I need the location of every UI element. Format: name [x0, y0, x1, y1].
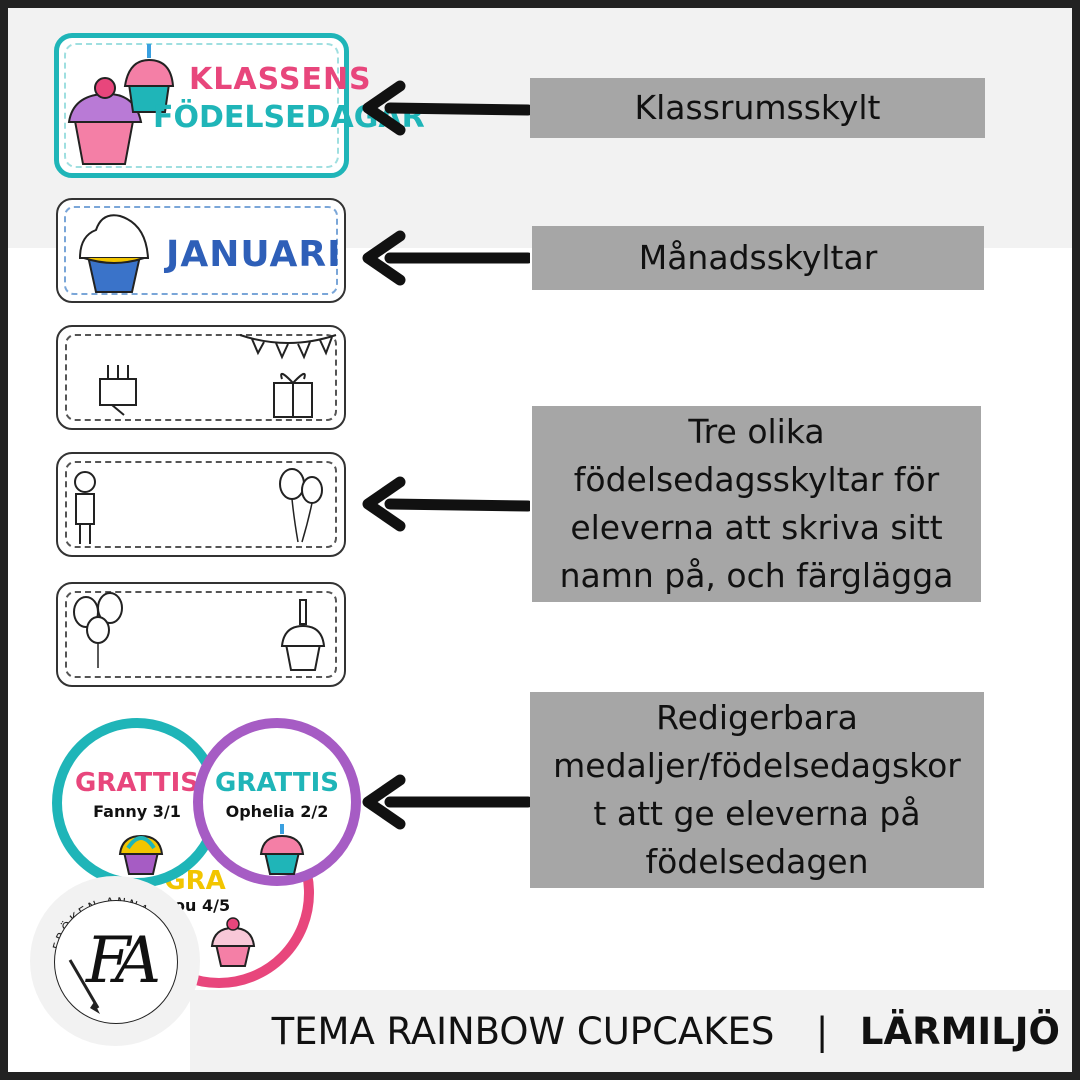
label-birthday-signs: Tre olika födelsedagsskyltar för elevern…	[532, 406, 981, 602]
birthday-medal: GRATTIS Ophelia 2/2	[193, 718, 361, 886]
balloons-icon	[73, 592, 123, 668]
footer-banner: TEMA RAINBOW CUPCAKES | LÄRMILJÖ	[190, 990, 1072, 1072]
content-area: KLASSENS FÖDELSEDAGAR JANUARI	[8, 8, 1072, 1072]
class-birthday-sign: KLASSENS FÖDELSEDAGAR	[54, 33, 425, 178]
footer-title: TEMA RAINBOW CUPCAKES | LÄRMILJÖ	[190, 1010, 1060, 1053]
child-icon	[74, 471, 96, 544]
cupcake-icon	[280, 599, 326, 671]
cake-icon	[99, 365, 137, 416]
label-classroom-sign: Klassrumsskylt	[530, 78, 985, 138]
month-sign-title: JANUARI	[166, 234, 342, 275]
arrow-left-icon	[362, 80, 530, 136]
cupcake-icon	[118, 834, 164, 875]
bunting-icon	[239, 334, 337, 360]
cupcake-icon	[123, 44, 175, 113]
footer-separator: |	[815, 1010, 829, 1053]
gift-icon	[273, 372, 313, 418]
label-medals: Redigerbara medaljer/födelsedagskor t at…	[530, 692, 984, 888]
birthday-coloring-sign	[56, 452, 346, 557]
medal-title: GRATTIS	[75, 768, 199, 798]
pencil-icon	[68, 959, 100, 1014]
birthday-coloring-sign	[56, 582, 346, 687]
arrow-left-icon	[362, 774, 530, 830]
footer-theme: TEMA RAINBOW CUPCAKES	[271, 1010, 775, 1053]
arrow-left-icon	[362, 230, 530, 286]
month-sign: JANUARI	[56, 198, 346, 303]
cupcake-icon	[78, 214, 150, 293]
cupcake-icon	[210, 917, 256, 967]
medal-title: GRATTIS	[215, 768, 339, 798]
label-month-signs: Månadsskyltar	[532, 226, 984, 290]
froken-anna-logo: FRÖKEN ANNA FA	[30, 876, 200, 1046]
arrow-left-icon	[362, 476, 530, 532]
medal-name: Ophelia 2/2	[225, 802, 329, 821]
footer-category: LÄRMILJÖ	[859, 1010, 1060, 1053]
birthday-coloring-sign	[56, 325, 346, 430]
medal-name: Fanny 3/1	[93, 802, 181, 821]
class-sign-title-line1: KLASSENS	[189, 62, 372, 97]
cupcake-icon	[67, 77, 143, 165]
cupcake-icon	[259, 824, 305, 875]
logo-monogram: FA	[86, 924, 161, 998]
balloons-icon	[279, 468, 323, 543]
